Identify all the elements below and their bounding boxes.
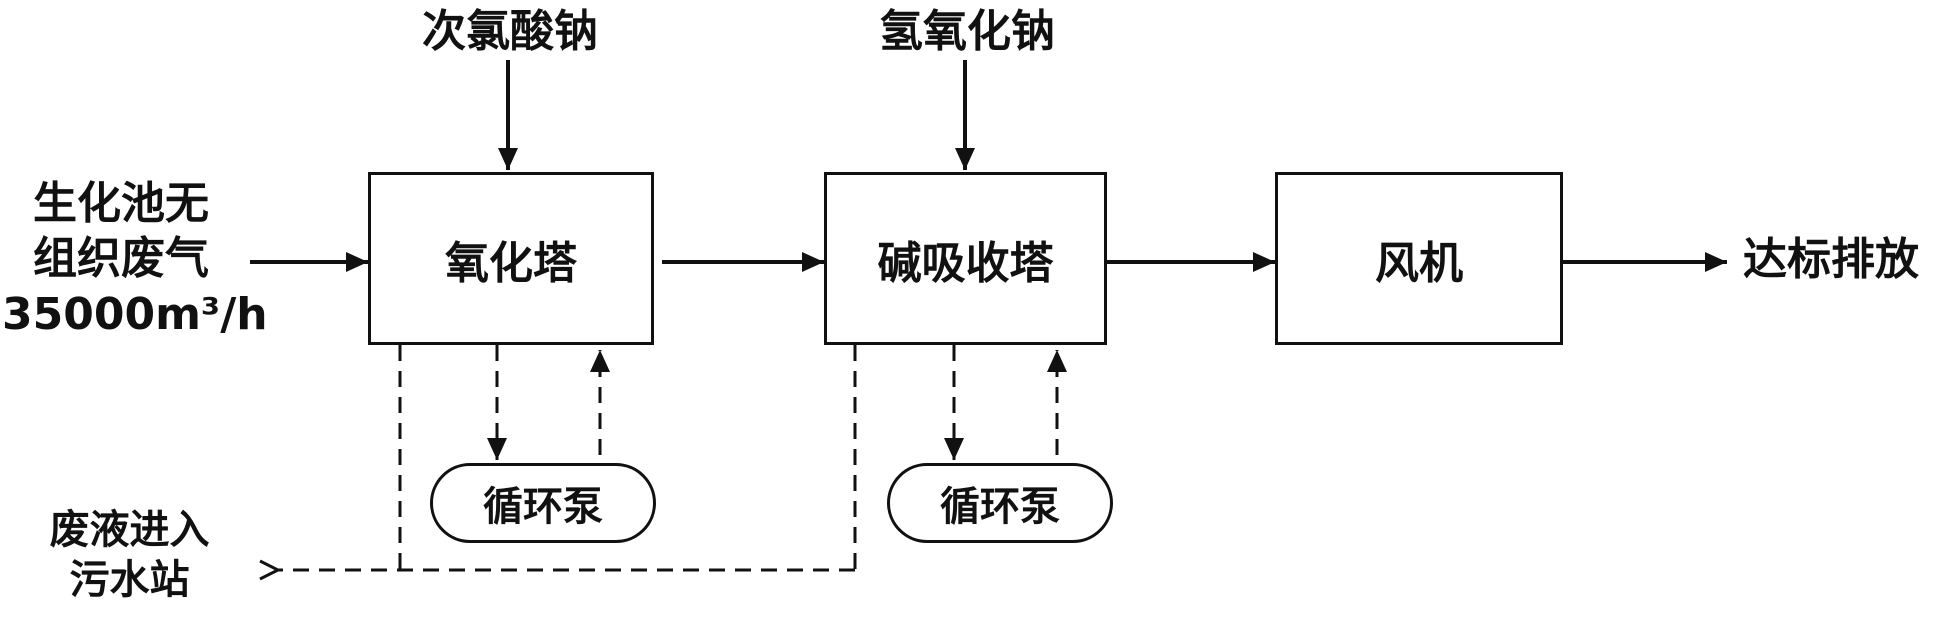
wastewater-station-label: 废液进入 污水站 [22,505,237,605]
wastewater-line-1: 废液进入 [49,507,210,553]
circulation-pump-2: 循环泵 [887,463,1113,543]
pump1-label: 循环泵 [483,484,603,530]
oxidation-tower-label: 氧化塔 [445,237,577,289]
fan-label: 风机 [1375,237,1463,289]
source-line-2: 组织废气 [33,233,209,285]
fan-box: 风机 [1275,172,1563,345]
wastewater-line-2: 污水站 [69,557,190,603]
alkali-absorption-tower-box: 碱吸收塔 [824,172,1107,345]
naclo-label: 次氯酸钠 [422,6,598,57]
oxidation-tower-box: 氧化塔 [368,172,654,345]
source-line-1: 生化池无 [33,178,209,229]
pump2-label: 循环泵 [940,484,1060,530]
discharge-label: 达标排放 [1743,234,1919,285]
alkali-tower-label: 碱吸收塔 [877,237,1054,289]
naoh-label: 氢氧化钠 [879,6,1055,57]
source-line-3: 35000m³/h [2,288,268,340]
circulation-pump-1: 循环泵 [430,463,656,543]
waste-gas-source-label: 生化池无 组织废气 35000m³/h [2,176,268,342]
